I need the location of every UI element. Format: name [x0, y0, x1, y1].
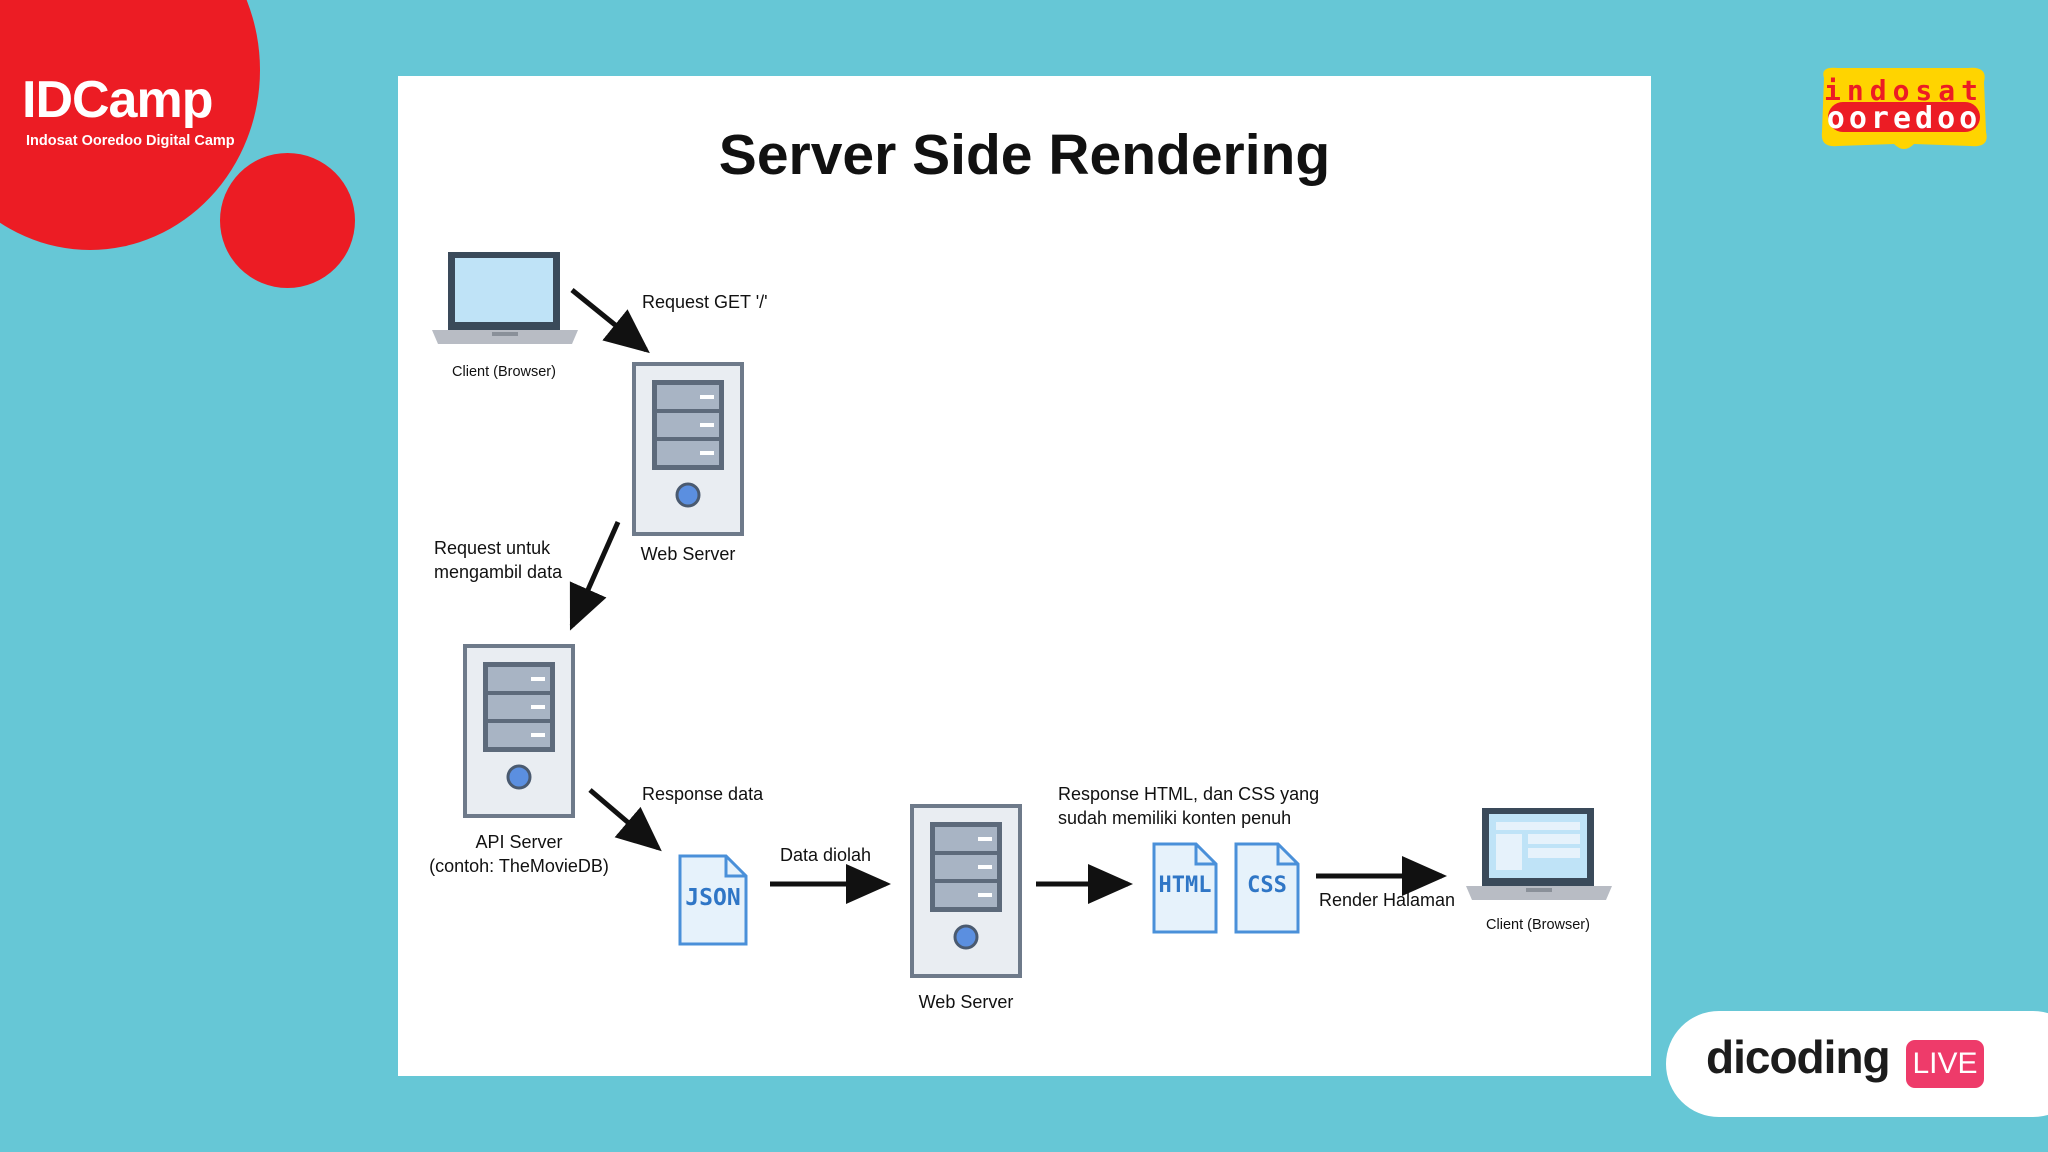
idcamp-decor-circle-small [220, 153, 355, 288]
edge-label-response-html-2: sudah memiliki konten penuh [1058, 808, 1292, 828]
idcamp-tagline: Indosat Ooredoo Digital Camp [26, 133, 235, 149]
laptop-icon [1466, 808, 1612, 900]
dicoding-logo: dicoding [1706, 1031, 1891, 1083]
css-file-label: CSS [1247, 873, 1287, 898]
css-file-icon [1234, 842, 1300, 934]
client-top-label: Client (Browser) [452, 364, 556, 380]
client-bottom-label: Client (Browser) [1486, 917, 1590, 933]
edge-label-data-processed: Data diolah [780, 845, 872, 865]
server-icon [910, 804, 1022, 978]
html-file-icon [1152, 842, 1218, 934]
json-file-icon [678, 854, 748, 946]
html-file-label: HTML [1158, 873, 1212, 898]
slide: Server Side Rendering Client (Browser) W… [398, 76, 1651, 1076]
edge-label-response-html-1: Response HTML, dan CSS yang [1058, 784, 1320, 804]
web-server-bottom-label: Web Server [918, 992, 1014, 1012]
indosat-logo-line1: indosat [1824, 74, 1985, 107]
idcamp-logo: IDCamp [22, 71, 213, 129]
indosat-logo-line2: ooredoo [1826, 101, 1982, 136]
server-icon [632, 362, 744, 536]
server-icon [463, 644, 575, 818]
live-indicator: LIVE [1906, 1040, 1984, 1088]
json-file-label: JSON [685, 885, 741, 911]
edge-label-request-data-2: mengambil data [434, 562, 563, 582]
arrow-webserver-to-api [569, 520, 621, 631]
edge-label-request-data-1: Request untuk [434, 538, 551, 558]
dicoding-live-badge [1666, 1011, 2048, 1117]
api-server-label: API Server [475, 832, 563, 852]
edge-label-request-get: Request GET '/' [642, 292, 768, 312]
api-server-note: (contoh: TheMovieDB) [429, 856, 609, 876]
edge-label-render-page: Render Halaman [1319, 890, 1456, 910]
laptop-icon [432, 252, 578, 344]
indosat-ooredoo-logo [1821, 67, 1987, 149]
arrow-client-to-webserver [570, 288, 650, 354]
edge-label-response-data: Response data [642, 784, 764, 804]
slide-title: Server Side Rendering [718, 123, 1331, 187]
web-server-top-label: Web Server [640, 544, 736, 564]
